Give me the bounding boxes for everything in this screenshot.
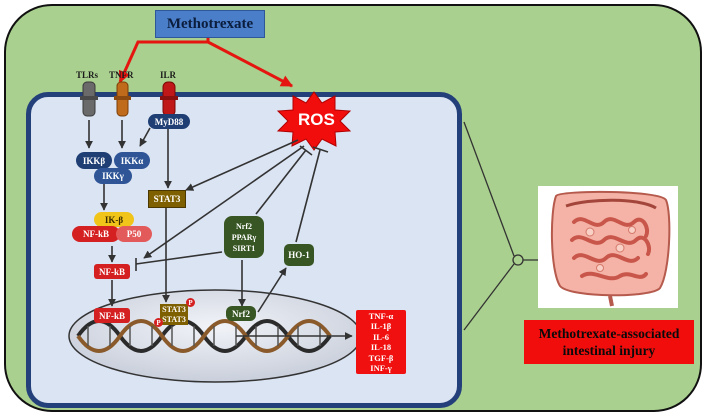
mtx-to-ros-arrow <box>207 40 294 88</box>
nfkb-nuclear: NF-kB <box>94 308 130 323</box>
sirt1-text: SIRT1 <box>232 243 256 253</box>
outcome-line-1: Methotrexate-associated <box>538 326 680 341</box>
nfkb-active: NF-kB <box>94 264 130 279</box>
outcome-line-2: intestinal injury <box>562 343 656 358</box>
p50-subunit: P50 <box>116 226 152 242</box>
cytokine-il1-beta: IL-1β <box>370 321 392 331</box>
ho1-enzyme: HO-1 <box>284 244 314 266</box>
intestine-illustration <box>538 186 678 308</box>
nrf2-inhibits-nfkb-line <box>135 251 223 265</box>
cytokine-tgf-beta: TGF-β <box>368 352 394 363</box>
nfkb-inactive: NF-kB <box>72 226 120 242</box>
phospho-tag-top: P <box>186 298 195 307</box>
nrf2-to-ho1-arrow <box>257 267 287 313</box>
stat3-cytoplasmic: STAT3 <box>148 190 186 208</box>
stat3-dimer-top: STAT3 <box>160 304 188 315</box>
ros-to-nfkb-arrow <box>143 145 305 259</box>
outcome-label: Methotrexate-associated intestinal injur… <box>524 320 694 364</box>
stat3-dimer-bottom: STAT3 <box>160 314 188 325</box>
tlr-receptor <box>80 81 98 117</box>
ilr-label: ILR <box>160 70 177 80</box>
ppar-gamma-text: PPARγ <box>231 232 257 242</box>
cytokine-tnf-alpha: TNF-α <box>368 310 394 321</box>
mtx-to-tnfr-arrow <box>118 36 210 84</box>
ikk-beta: IKKβ <box>76 152 112 169</box>
nrf2-text: Nrf2 <box>236 221 252 231</box>
cytokine-inf-gamma: INF-γ <box>370 363 392 373</box>
connector-to-intestine <box>463 121 540 331</box>
cytokine-list: TNF-α IL-1β IL-6 IL-18 TGF-β INF-γ <box>356 310 406 374</box>
ikk-gamma: IKKγ <box>94 168 132 184</box>
nrf2-inhibits-ros-line <box>255 149 307 215</box>
methotrexate-label: Methotrexate <box>155 10 265 38</box>
tnfr-label: TNFR <box>109 70 134 80</box>
ho1-inhibits-ros-line <box>295 149 321 243</box>
nrf2-nuclear: Nrf2 <box>226 306 256 321</box>
cytokine-il18: IL-18 <box>370 342 392 352</box>
tlrs-label: TLRs <box>76 70 99 80</box>
phospho-tag-bottom: P <box>154 318 163 327</box>
ros-burst <box>276 91 352 151</box>
protective-factors-box: Nrf2 PPARγ SIRT1 <box>224 216 264 258</box>
myd88-to-ikk-arrow <box>139 127 151 147</box>
ros-to-stat3-arrow <box>185 139 299 191</box>
ros-label: ROS <box>298 110 335 129</box>
tnfr-receptor <box>114 81 131 117</box>
ikb-protein: IK-β <box>94 212 134 227</box>
ikk-alpha: IKKα <box>114 152 150 169</box>
cytokine-il6: IL-6 <box>372 331 390 342</box>
myd88-adaptor: MyD88 <box>148 114 190 129</box>
ilr-receptor <box>160 81 178 117</box>
